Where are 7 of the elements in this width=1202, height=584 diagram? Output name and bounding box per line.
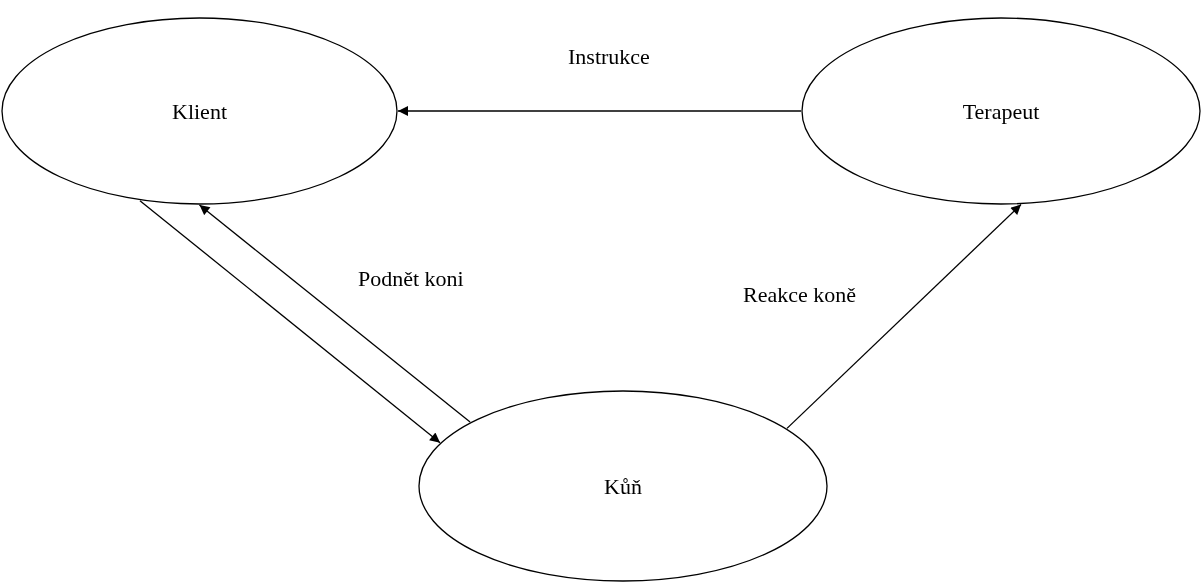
arrow xyxy=(198,204,471,423)
node-label: Terapeut xyxy=(962,97,1040,126)
arrow xyxy=(397,106,802,116)
arrow xyxy=(786,203,1022,430)
node-label: Kůň xyxy=(604,472,642,501)
arrow xyxy=(139,200,441,444)
node-label: Klient xyxy=(172,97,227,126)
